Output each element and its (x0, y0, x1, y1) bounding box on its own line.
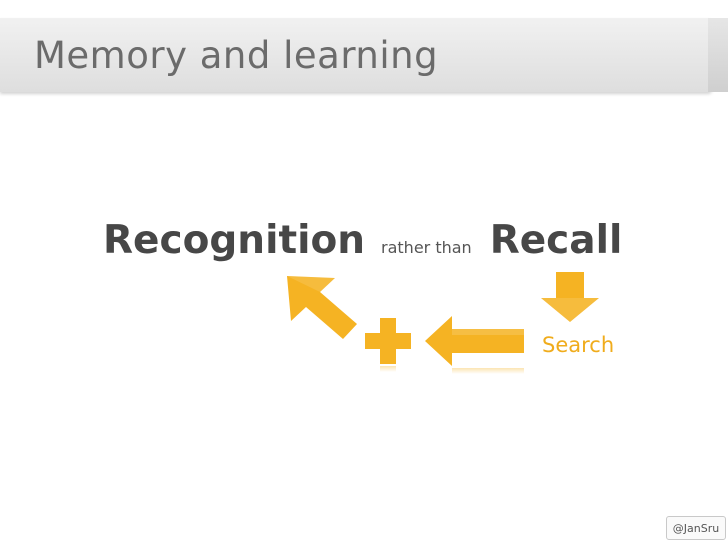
author-credit: @JanSru (666, 516, 726, 540)
rather-than-text: rather than (381, 238, 472, 257)
search-label: Search (542, 333, 615, 357)
arrow-left-icon (425, 316, 524, 374)
arrow-down-icon (541, 272, 599, 322)
recognition-word: Recognition (103, 218, 366, 263)
recall-word: Recall (489, 218, 623, 263)
title-band: Memory and learning (0, 18, 712, 92)
arrow-up-left-icon (287, 276, 357, 339)
plus-icon (365, 318, 411, 372)
slide-title: Memory and learning (34, 34, 439, 77)
headline: Recognition rather than Recall (103, 218, 622, 263)
scroll-tab (708, 18, 728, 92)
